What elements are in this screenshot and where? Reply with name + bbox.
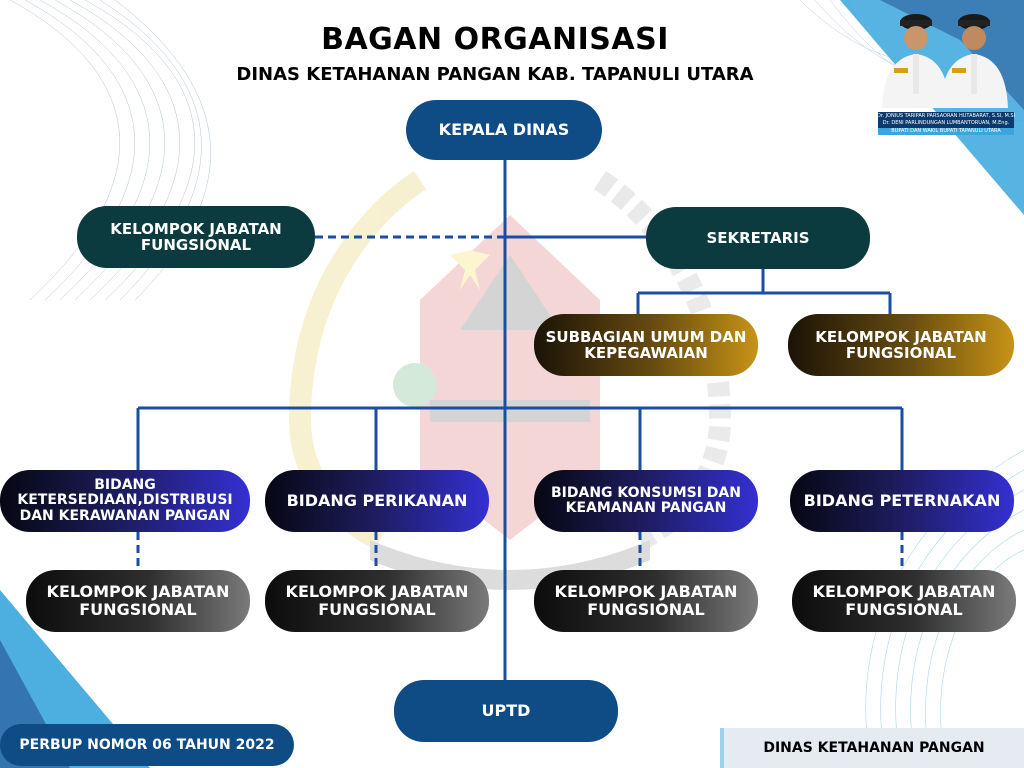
node-bidang-peternakan: BIDANG PETERNAKAN (790, 470, 1014, 532)
node-subbagian-umum: SUBBAGIAN UMUM DAN KEPEGAWAIAN (534, 314, 758, 376)
node-kelompok-jabatan-fungsional-3: KELOMPOK JABATAN FUNGSIONAL (534, 570, 758, 632)
connector-lines (136, 158, 904, 682)
footer-regulation-badge: PERBUP NOMOR 06 TAHUN 2022 (0, 724, 294, 766)
officials-title: BUPATI DAN WAKIL BUPATI TAPANULI UTARA (891, 128, 1001, 134)
node-bidang-konsumsi: BIDANG KONSUMSI DAN KEAMANAN PANGAN (534, 470, 758, 532)
page-title: BAGAN ORGANISASI (321, 22, 669, 57)
node-kelompok-jabatan-fungsional-2: KELOMPOK JABATAN FUNGSIONAL (265, 570, 489, 632)
node-bidang-ketersediaan: BIDANG KETERSEDIAAN,DISTRIBUSI DAN KERAW… (0, 470, 250, 532)
officials-photo: Dr. JONIUS TARIPAR PARSAORAN HUTABARAT, … (876, 8, 1016, 136)
node-sekretaris: SEKRETARIS (646, 207, 870, 269)
node-kepala-dinas: KEPALA DINAS (406, 100, 602, 160)
page-subtitle: DINAS KETAHANAN PANGAN KAB. TAPANULI UTA… (236, 64, 754, 85)
node-kelompok-jabatan-fungsional-sekretariat: KELOMPOK JABATAN FUNGSIONAL (788, 314, 1014, 376)
corner-accent-top-right-dark (880, 0, 1024, 110)
node-kelompok-jabatan-fungsional-top: KELOMPOK JABATAN FUNGSIONAL (77, 206, 315, 268)
official-name-2: Dr. DENI PARLINDUNGAN LUMBANTORUAN, M.En… (882, 120, 1010, 126)
node-kelompok-jabatan-fungsional-1: KELOMPOK JABATAN FUNGSIONAL (26, 570, 250, 632)
dashed-connector-lines (136, 235, 904, 572)
official-name-1: Dr. JONIUS TARIPAR PARSAORAN HUTABARAT, … (876, 113, 1016, 119)
node-uptd: UPTD (394, 680, 618, 742)
node-kelompok-jabatan-fungsional-4: KELOMPOK JABATAN FUNGSIONAL (792, 570, 1016, 632)
wave-decoration-top-left (9, 0, 211, 301)
officials-portrait-icon (878, 14, 1014, 135)
footer-agency-label: DINAS KETAHANAN PANGAN (724, 728, 1024, 768)
node-bidang-perikanan: BIDANG PERIKANAN (265, 470, 489, 532)
